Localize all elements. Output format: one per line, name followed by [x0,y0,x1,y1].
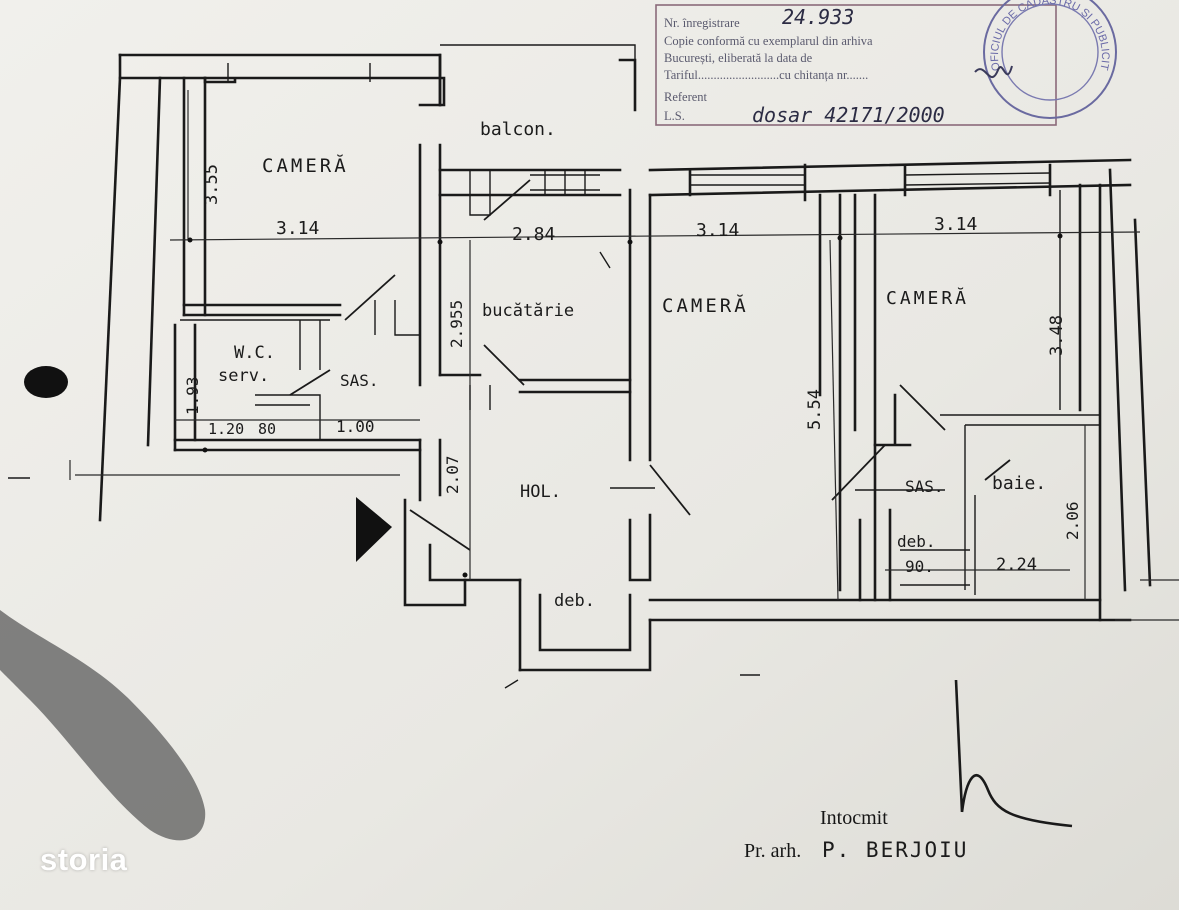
architect-prefix: Pr. arh. [744,840,801,862]
label-bucatarie: bucătărie [482,301,574,321]
dim-224: 2.24 [996,555,1037,575]
svg-text:Nr. înregistrare: Nr. înregistrare [664,16,740,30]
label-sas-2: SAS. [905,477,944,496]
label-deb-1: deb. [554,591,595,611]
dim-206: 2.06 [1063,501,1082,540]
label-baie: baie. [992,473,1046,494]
intocmit-label: Intocmit [820,807,888,829]
svg-text:24.933: 24.933 [782,5,854,29]
label-wc: W.C. [234,343,275,363]
svg-text:dosar 42171/2000: dosar 42171/2000 [752,103,945,127]
dim-193: 1.93 [183,376,202,415]
dimension-labels: 3.55 3.14 2.84 3.14 3.14 2.955 3.48 1.93… [183,164,1082,576]
storia-watermark: storia [40,842,128,877]
dim-80: 80 [258,420,276,438]
dimension-lines [69,90,1179,621]
label-camera-1: CAMERĂ [262,154,349,177]
floor-plan-walls [98,44,1152,672]
triangle-mark [356,497,392,562]
svg-text:Referent: Referent [664,90,708,104]
dim-207: 2.07 [443,455,462,494]
label-hol: HOL. [520,482,561,502]
svg-text:Copie conformă cu exemplarul d: Copie conformă cu exemplarul din arhiva [664,34,873,48]
finger-shadow [0,610,206,841]
dim-314b: 3.14 [696,220,739,241]
dim-554: 5.54 [805,389,825,430]
svg-text:București, eliberată la data d: București, eliberată la data de [664,51,813,65]
label-balcon: balcon. [480,119,556,140]
dim-120: 1.20 [208,420,244,438]
dim-90: 90. [905,557,934,576]
signature-block: Intocmit Pr. arh. P. BERJOIU [744,679,1073,862]
label-sas-1: SAS. [340,371,379,390]
label-camera-3: CAMERĂ [886,287,969,309]
dim-314c: 3.14 [934,214,977,235]
dim-284: 2.84 [512,224,555,245]
label-camera-2: CAMERĂ [662,294,749,317]
dim-100: 1.00 [336,417,375,436]
architect-name: P. BERJOIU [822,838,968,862]
svg-text:L.S.: L.S. [664,109,685,123]
dim-2955: 2.955 [447,300,466,348]
ink-mark [24,366,68,398]
handwritten-signature [954,679,1073,828]
svg-text:Tariful.......................: Tariful..........................cu chit… [664,68,868,82]
dim-314a: 3.14 [276,218,319,239]
label-serv: serv. [218,366,269,386]
dim-355: 3.55 [202,164,222,205]
dim-348: 3.48 [1047,315,1067,356]
label-deb-2: deb. [897,532,936,551]
room-labels: balcon. CAMERĂ bucătărie CAMERĂ CAMERĂ W… [218,119,1046,611]
